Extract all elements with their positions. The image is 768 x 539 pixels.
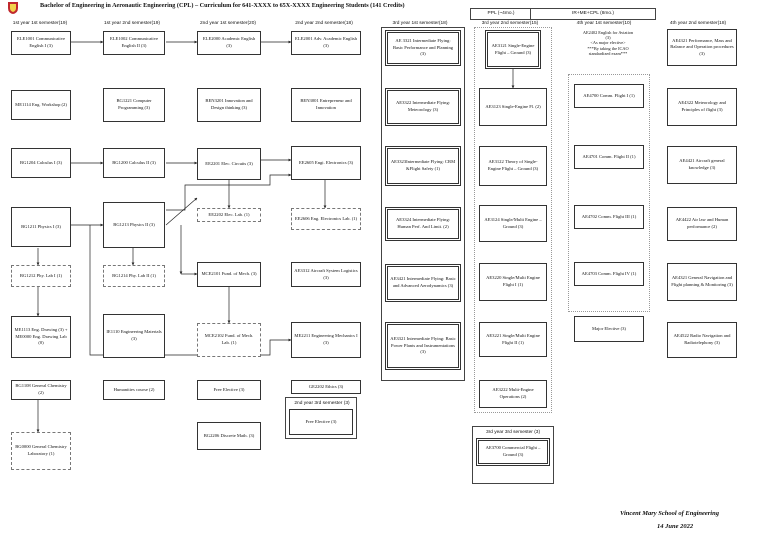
course-ele2001: ELE2001 Adv. Academic English (3) xyxy=(291,31,361,55)
semester-header-y2s2: 2nd year 2nd semester(18) xyxy=(295,21,353,26)
semester-header-y1s1: 1st year 1st semester(19) xyxy=(12,21,68,26)
semester-header-y1s2: 1st year 2nd semester(19) xyxy=(104,21,160,26)
school-name: Vincent Mary School of Engineering xyxy=(620,510,719,517)
course-ae4701: AE4701 Comm. Flight II (1) xyxy=(574,145,644,169)
document-date: 14 June 2022 xyxy=(657,523,694,530)
course-ae4703: AE4703 Comm. Flight IV (1) xyxy=(574,262,644,286)
course-bg1200: BG1200 Calculus II (3) xyxy=(103,148,165,178)
course-bg1221: BG1221 Computer Programming (3) xyxy=(103,88,165,122)
course-mce2101: MCE2101 Fund. of Mech. (3) xyxy=(197,262,261,287)
course-mce2102: MCE2102 Fund. of Mech. Lab. (1) xyxy=(197,323,261,357)
semester-header-y3s3: 3rd year 3rd semester (3) xyxy=(485,430,541,435)
ir-track-tag: IR+ME+CPL (8mo.) xyxy=(530,8,656,20)
y2s3-group xyxy=(285,397,357,439)
course-free-elective-y2s1: Free Elective (3) xyxy=(197,380,261,400)
course-ee2201: EE2201 Elec. Circuits (3) xyxy=(197,148,261,180)
course-ele2000: ELE2000 Academic English (3) xyxy=(197,31,261,55)
course-ee2202: EE2202 Elec. Lab. (1) xyxy=(197,208,261,222)
course-ae3321: AE 3321 Intermediate Flying: Basic Perfo… xyxy=(385,30,461,66)
course-ae3221: AE3221 Single/Multi Engine Flight II (1) xyxy=(479,322,547,357)
course-humanities: Humanities course (2) xyxy=(103,380,165,400)
course-ae3321b: AE3321 Intermediate Flying: Basic Power … xyxy=(385,322,461,370)
course-ae3323: AE3323Intermediate Flying: CRM &Flight S… xyxy=(385,146,461,186)
course-ee2606: EE2606 Eng. Electronics Lab. (1) xyxy=(291,208,361,230)
semester-header-y4s2: 4th year 2nd semester(18) xyxy=(669,21,727,26)
course-ae3220: AE3220 Single/Multi Engine Flight I (1) xyxy=(479,263,547,301)
course-bg1213: BG1213 Physics II (3) xyxy=(103,202,165,248)
university-logo xyxy=(8,2,18,14)
course-ae3700: AE3700 Commercial Flight – Ground (3) xyxy=(476,438,550,466)
course-ae4700: AE4700 Comm. Flight I (1) xyxy=(574,84,644,108)
course-ie1110: IE1110 Engineering Materials (3) xyxy=(103,314,165,358)
course-ben3201: BEN3201 Innovation and Design thinking (… xyxy=(197,88,261,122)
course-ge2202: GE2202 Ethics (3) xyxy=(291,380,361,394)
course-ae3322: AE3322 Intermediate Flying: Meteorology … xyxy=(385,88,461,126)
ppl-track-tag: PPL (~4mo.) xyxy=(470,8,532,20)
course-ben3001: BEN3001 Entrepreneur and Innovation xyxy=(291,88,361,122)
course-major-elective: Major Elective (3) xyxy=(574,316,644,342)
course-ae4321: AE4321 Performance, Mass and Balance and… xyxy=(667,29,737,66)
course-bg0000: BG0000 General Chemistry Laboratory (1) xyxy=(11,432,71,470)
course-ae3121: AE3121 Single-Engine Flight – Ground (3) xyxy=(485,30,541,69)
course-bg1212: BG1212 Phy. Lab I (1) xyxy=(11,265,71,287)
semester-header-y2s3: 2nd year 3rd semester (3) xyxy=(294,401,350,406)
aviation-english-note: AE2402 English for Aviation (3) <As majo… xyxy=(582,30,634,56)
semester-header-y2s1: 2nd year 1st semester(20) xyxy=(200,21,256,26)
course-ele1002: ELE1002 Communicative English II (3) xyxy=(103,31,165,55)
course-ae4421: AE4421 Aircraft general knowledge (3) xyxy=(667,146,737,184)
y4s1-group xyxy=(568,74,650,312)
course-me1113: ME1113 Eng. Drawing (3) + ME0000 Eng. Dr… xyxy=(11,316,71,358)
course-me1114: ME1114 Eng. Workshop (2) xyxy=(11,90,71,120)
course-me2211: ME2211 Engineering Mechanics I (3) xyxy=(291,322,361,358)
y3s3-group xyxy=(472,426,554,484)
course-ae3122: AE3122 Theory of Single-Engine Flight – … xyxy=(479,146,547,186)
course-ae4522: AE4522 Radio Navigation and Radiotelepho… xyxy=(667,322,737,358)
course-ae4422: AE4422 Air law and Human performance (2) xyxy=(667,207,737,241)
course-ae3124: AE3124 Single/Multi Engine – Ground (3) xyxy=(479,205,547,242)
course-bg1211: BG1211 Physics I (3) xyxy=(11,207,71,247)
course-ae4702: AE4702 Comm. Flight III (1) xyxy=(574,205,644,229)
course-ae4322: AE4322 Meteorology and Principles of fli… xyxy=(667,88,737,126)
course-ee2605: EE2605 Engi. Electronics (3) xyxy=(291,146,361,180)
y3s2-group xyxy=(474,27,552,413)
semester-header-y4s1: 4th year 1st semester(10) xyxy=(576,21,632,26)
course-ae3222: AE3222 Multi-Engine Operations (2) xyxy=(479,380,547,408)
course-ae3312: AE3312 Aircraft System Logistics (3) xyxy=(291,262,361,287)
y3s1-group xyxy=(381,27,465,381)
semester-header-y3s2: 3rd year 2nd semester(15) xyxy=(481,21,539,26)
course-ele1001: ELE1001 Communicative English I (3) xyxy=(11,31,71,55)
course-bg1108: BG1108 General Chemistry (2) xyxy=(11,380,71,400)
course-bg2206: BG2206 Discrete Math. (3) xyxy=(197,422,261,450)
semester-header-y3s1: 3rd year 1st semester(18) xyxy=(392,21,448,26)
course-free-elective-y2s3: Free Elective (3) xyxy=(289,409,353,435)
course-ae3123: AE3123 Single-Engine Fl. (2) xyxy=(479,88,547,126)
course-bg1204: BG1204 Calculus I (3) xyxy=(11,148,71,178)
page-title: Bachelor of Engineering in Aeronautic En… xyxy=(40,2,405,9)
course-ae3421: AE3421 Intermediate Flying: Basic and Ad… xyxy=(385,264,461,302)
course-ae3324: AE3324 Intermediate Flying: Human Perf. … xyxy=(385,207,461,241)
course-ae4321b: AE4321 General Navigation and Flight pla… xyxy=(667,263,737,301)
course-bg1214: BG1214 Phy. Lab II (1) xyxy=(103,265,165,287)
